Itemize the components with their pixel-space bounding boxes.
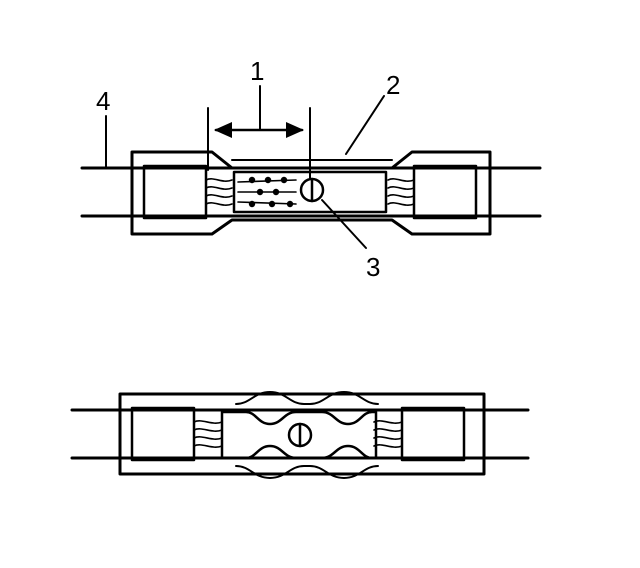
callout-4: 4 [96, 86, 110, 116]
splice-crimped [70, 391, 530, 479]
barrel-left-crimped [130, 406, 196, 462]
splice-uncrimped: 1 2 3 4 [80, 56, 542, 282]
inspection-hole-crimped-icon [287, 422, 313, 448]
callout-2: 2 [386, 70, 400, 100]
barrel-left [142, 164, 208, 220]
strands-left [205, 178, 233, 206]
callout-1: 1 [250, 56, 264, 86]
strands-left-crimped [193, 420, 223, 448]
strands-right [387, 178, 415, 206]
inspection-hole-icon [299, 177, 325, 203]
arrow-left-icon [214, 122, 232, 138]
barrel-right [412, 164, 478, 220]
splice-barrel-crimped [220, 410, 378, 460]
sleeve-outline-crimped [118, 392, 486, 476]
sleeve-outline [130, 150, 492, 236]
crimp-contour-bottom [235, 465, 379, 479]
leader-2 [345, 95, 385, 155]
barrel-right-crimped [400, 406, 466, 462]
crimp-contour-top [235, 391, 379, 405]
callout-3: 3 [366, 252, 380, 282]
leader-3 [321, 199, 367, 249]
arrow-right-icon [286, 122, 304, 138]
strands-right-crimped [373, 420, 403, 448]
strand-ends [237, 176, 297, 208]
